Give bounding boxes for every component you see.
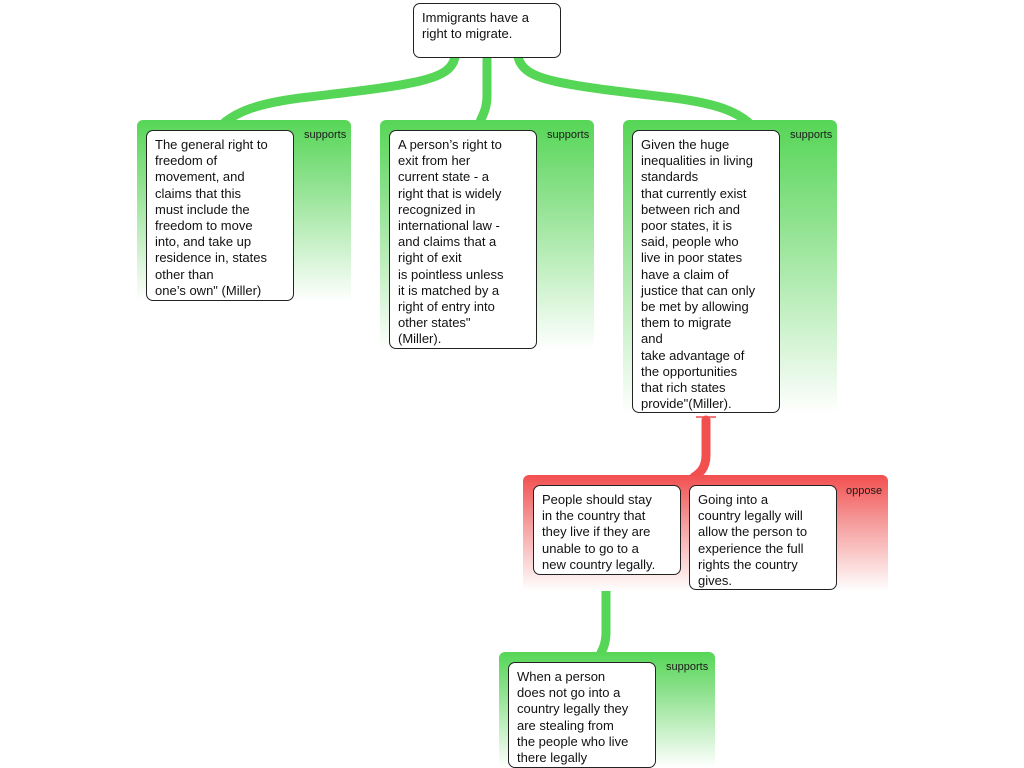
supports-label: supports [547, 129, 590, 141]
argument-node-legal-entry[interactable]: Going into a country legally will allow … [689, 485, 837, 590]
connector-root-to-group-1 [220, 52, 460, 127]
connector-root-to-group-3 [513, 52, 753, 127]
supports-label: supports [304, 129, 347, 141]
supports-label: supports [666, 661, 709, 673]
argument-node-stay-in-country[interactable]: People should stay in the country that t… [533, 485, 681, 575]
argument-node-freedom-of-movement[interactable]: The general right to freedom of movement… [146, 130, 294, 301]
connector-inequalities-to-oppose [689, 415, 711, 482]
argument-node-right-to-exit[interactable]: A person’s right to exit from her curren… [389, 130, 537, 349]
root-claim-node[interactable]: Immigrants have a right to migrate. [413, 3, 561, 58]
argument-node-inequalities[interactable]: Given the huge inequalities in living st… [632, 130, 780, 413]
argument-node-stealing[interactable]: When a person does not go into a country… [508, 662, 656, 768]
connector-root-to-group-2 [475, 52, 492, 127]
supports-label: supports [790, 129, 833, 141]
oppose-label: oppose [846, 485, 883, 497]
